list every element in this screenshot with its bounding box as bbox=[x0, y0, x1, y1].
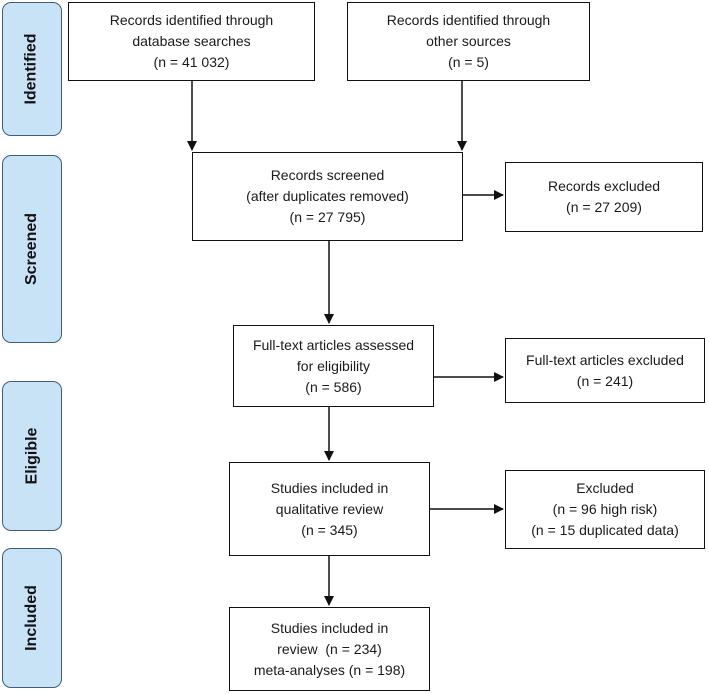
phase-included: Included bbox=[2, 548, 62, 688]
box-line: Studies included in bbox=[270, 619, 389, 636]
phase-identified: Identified bbox=[2, 2, 62, 136]
box-records-screened: Records screened (after duplicates remov… bbox=[192, 152, 463, 241]
box-line: (n = 241) bbox=[576, 372, 634, 389]
box-line: Excluded bbox=[576, 480, 634, 496]
box-line: (n = 15 duplicated data) bbox=[531, 522, 679, 538]
box-excluded-risk: Excluded (n = 96 high risk) (n = 15 dupl… bbox=[505, 470, 705, 549]
box-line: meta-analyses (n = 198) bbox=[253, 661, 406, 678]
box-qualitative-review: Studies included in qualitative review (… bbox=[229, 462, 430, 556]
box-line: (n = 27 795) bbox=[289, 209, 366, 225]
box-line: (n = 345) bbox=[301, 521, 358, 538]
box-line: database searches bbox=[132, 33, 251, 49]
box-line: Studies included in bbox=[270, 479, 389, 496]
box-records-excluded: Records excluded (n = 27 209) bbox=[505, 162, 703, 232]
box-other-sources: Records identified through other sources… bbox=[347, 2, 590, 81]
box-line: (n = 586) bbox=[305, 378, 362, 395]
box-fulltext-excluded: Full-text articles excluded (n = 241) bbox=[505, 338, 705, 403]
box-line: Records identified through bbox=[109, 12, 274, 28]
box-line: Full-text articles assessed bbox=[252, 336, 415, 353]
box-line: other sources bbox=[426, 33, 511, 49]
box-line: Records identified through bbox=[386, 12, 551, 28]
box-line: for eligibility bbox=[296, 357, 371, 374]
box-included-review: Studies included in review (n = 234) met… bbox=[229, 607, 430, 691]
box-fulltext-assessed: Full-text articles assessed for eligibil… bbox=[233, 325, 434, 407]
box-line: Records screened bbox=[270, 167, 385, 183]
box-line: (n = 5) bbox=[448, 54, 489, 70]
box-line: Full-text articles excluded bbox=[526, 351, 684, 368]
box-line: (n = 41 032) bbox=[153, 54, 230, 70]
box-line: Records excluded bbox=[547, 178, 661, 194]
box-line: (n = 96 high risk) bbox=[552, 501, 658, 517]
box-database-searches: Records identified through database sear… bbox=[68, 2, 315, 81]
box-line: qualitative review bbox=[275, 500, 384, 517]
box-line: (n = 27 209) bbox=[566, 199, 642, 215]
box-line: review (n = 234) bbox=[277, 640, 382, 657]
phase-screened: Screened bbox=[2, 155, 62, 343]
phase-eligible: Eligible bbox=[2, 381, 62, 531]
box-line: (after duplicates removed) bbox=[246, 188, 409, 204]
